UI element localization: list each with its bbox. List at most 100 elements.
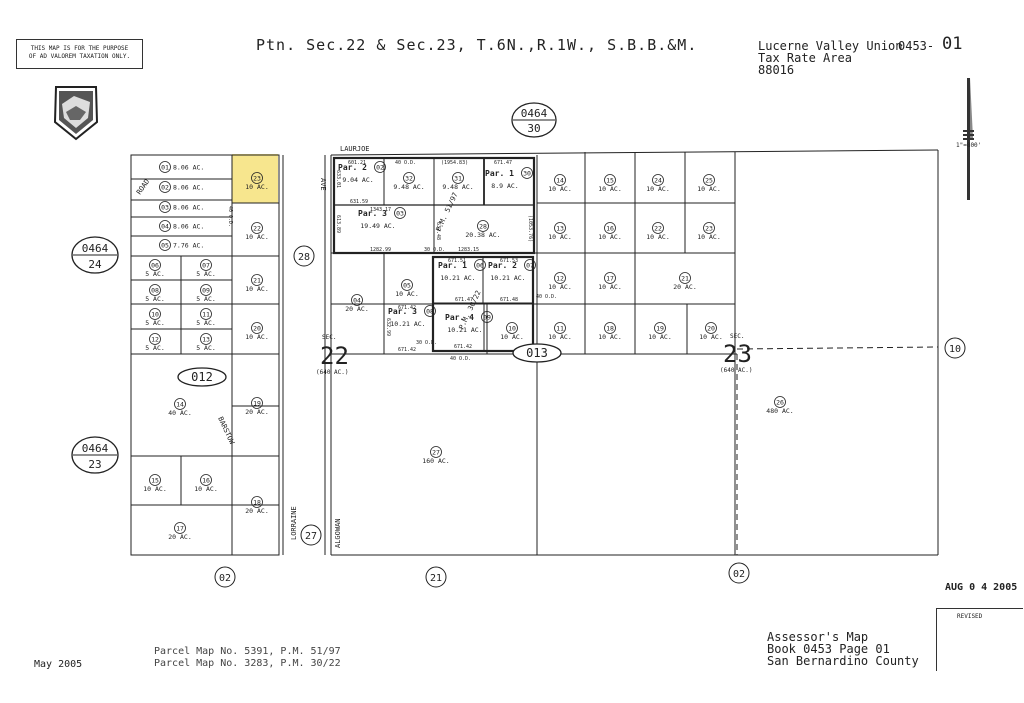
parcel-number: 16 bbox=[606, 225, 614, 233]
map-ref-top-page: 30 bbox=[527, 122, 540, 135]
parcel-number: 12 bbox=[556, 275, 564, 283]
disclaimer-line-2: OF AD VALOREM TAXATION ONLY. bbox=[28, 53, 131, 60]
parcel-number: 17 bbox=[176, 525, 184, 533]
parcel-number: 21 bbox=[253, 277, 261, 285]
svg-text:40 O.D.: 40 O.D. bbox=[227, 206, 233, 227]
parcel-number-circle bbox=[251, 496, 263, 508]
parcel-number: 15 bbox=[606, 177, 614, 185]
parcel-number-circle bbox=[654, 322, 666, 334]
parcel-acreage: 480 AC. bbox=[766, 407, 793, 415]
map-ref-left-lower-book: 0464 bbox=[82, 442, 109, 455]
svg-text:02: 02 bbox=[733, 569, 745, 580]
svg-text:671.47: 671.47 bbox=[494, 160, 512, 166]
parcel-08: 085 AC. bbox=[145, 284, 165, 303]
parcel-number: 22 bbox=[253, 225, 261, 233]
parcel-acreage: 20 AC. bbox=[245, 507, 268, 515]
parcel-acreage: 10 AC. bbox=[548, 185, 571, 193]
svg-text:633.01: 633.01 bbox=[335, 170, 341, 188]
parcel-acreage: 10 AC. bbox=[500, 333, 523, 341]
parcel-label: Par. 3 bbox=[358, 209, 387, 218]
parcel-acreage: 10 AC. bbox=[598, 233, 621, 241]
revised-box: REVISED bbox=[936, 608, 1023, 671]
parcel-number: 24 bbox=[654, 177, 662, 185]
circle-ref-21: 21 bbox=[425, 566, 447, 588]
parcel-number-circle bbox=[174, 398, 186, 410]
parcel-number: 18 bbox=[606, 325, 614, 333]
svg-text:1282.99: 1282.99 bbox=[370, 247, 391, 253]
road-algowan: ALGOWAN bbox=[334, 518, 342, 548]
parcel-acreage: 40 AC. bbox=[168, 409, 191, 417]
svg-text:632.48: 632.48 bbox=[435, 222, 441, 240]
parcel-acreage: 10 AC. bbox=[245, 233, 268, 241]
parcel-acreage: 10 AC. bbox=[697, 185, 720, 193]
parcel-number-circle bbox=[477, 220, 489, 232]
parcel-12: 125 AC. bbox=[145, 333, 165, 352]
parcel-number-circle bbox=[703, 222, 715, 234]
svg-text:632.99: 632.99 bbox=[385, 318, 391, 336]
parcel-number-circle bbox=[774, 396, 786, 408]
parcel-acreage: 5 AC. bbox=[196, 319, 216, 327]
parcel-acreage: 5 AC. bbox=[145, 270, 165, 278]
parcel-number-circle bbox=[506, 322, 518, 334]
parcel-number: 31 bbox=[454, 175, 462, 183]
parcel-acreage: 8.06 AC. bbox=[173, 184, 204, 192]
parcel-number-circle bbox=[554, 222, 566, 234]
parcel-number: 07 bbox=[202, 262, 210, 270]
parcel-acreage: 10 AC. bbox=[648, 333, 671, 341]
parcel-number-circle bbox=[554, 174, 566, 186]
parcel-number: 03 bbox=[396, 210, 404, 218]
parcel-number: 30 bbox=[523, 170, 531, 178]
svg-text:(1954.83): (1954.83) bbox=[441, 160, 468, 166]
parcel-11: 115 AC. bbox=[196, 308, 216, 327]
parcel-acreage: 10 AC. bbox=[548, 233, 571, 241]
parcel-number-circle bbox=[159, 220, 171, 232]
svg-text:631.59: 631.59 bbox=[350, 199, 368, 205]
parcel-09: 095 AC. bbox=[196, 284, 216, 303]
parcel-number: 14 bbox=[176, 401, 184, 409]
parcel-acreage: 20 AC. bbox=[245, 408, 268, 416]
parcel-number-circle bbox=[251, 322, 263, 334]
parcel-number: 04 bbox=[353, 297, 361, 305]
parcel-number: 13 bbox=[556, 225, 564, 233]
received-stamp: AUG 0 4 2005 bbox=[945, 582, 1018, 593]
svg-text:40 O.D.: 40 O.D. bbox=[450, 356, 471, 362]
block-012: 012 bbox=[177, 367, 227, 387]
scale-label: 1"=800' bbox=[956, 142, 982, 149]
parcel-acreage: 9.48 AC. bbox=[442, 183, 473, 191]
parcel-number-circle bbox=[149, 333, 161, 345]
sec-22-label: SEC. bbox=[322, 334, 336, 341]
parcel-acreage: 20 AC. bbox=[673, 283, 696, 291]
parcel-number-circle bbox=[394, 207, 406, 219]
sec-23-area: (640 AC.) bbox=[720, 367, 753, 374]
parcel-acreage: 5 AC. bbox=[145, 295, 165, 303]
map-ref-left-upper: 0464 24 bbox=[71, 236, 119, 274]
parcel-acreage: 10 AC. bbox=[548, 333, 571, 341]
parcel-number: 11 bbox=[556, 325, 564, 333]
parcel-number-circle bbox=[351, 294, 363, 306]
parcel-number-circle bbox=[174, 522, 186, 534]
svg-text:671.53: 671.53 bbox=[500, 258, 518, 264]
parcel-acreage: 8.06 AC. bbox=[173, 223, 204, 231]
parcel-number: 27 bbox=[432, 449, 440, 457]
parcel-acreage: 8.06 AC. bbox=[173, 204, 204, 212]
svg-text:30 O.D.: 30 O.D. bbox=[416, 340, 437, 346]
svg-text:40 O.D.: 40 O.D. bbox=[395, 160, 416, 166]
